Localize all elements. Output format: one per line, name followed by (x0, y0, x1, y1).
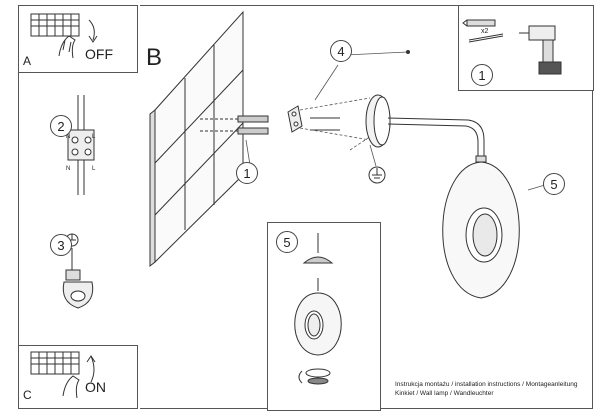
caption-line-2: Kinkiet / Wall lamp / Wandleuchter (395, 390, 494, 397)
tools-box: x2 1 (458, 5, 594, 91)
panel-a-letter: A (23, 54, 32, 68)
dowel-screw-icon (200, 115, 340, 135)
panel-c-letter: C (23, 388, 32, 402)
panel-a-switch-off: A OFF (18, 5, 138, 73)
caption: Instrukcja montażu / installation instru… (395, 380, 595, 398)
caption-line-1: Instrukcja montażu / installation instru… (395, 381, 578, 388)
ground-terminal (62, 233, 94, 309)
wall-tiles (149, 10, 244, 268)
lamp-base (365, 94, 487, 163)
step-dowel-number: 1 (236, 162, 258, 184)
left-frame-line (18, 71, 19, 345)
panel-c-on-label: ON (85, 379, 106, 395)
wire-n-right: N (66, 166, 71, 172)
tools-quantity: x2 (481, 28, 489, 35)
step-shade-number: 5 (543, 173, 565, 195)
panel-a-off-label: OFF (85, 46, 113, 62)
wire-l-right: L (92, 166, 96, 172)
step-ground-number: 3 (50, 234, 72, 256)
hand-switch-icon (30, 13, 98, 59)
step-bracket-number: 4 (330, 40, 352, 62)
panel-c-switch-on: C ON (18, 345, 138, 409)
step-detail-number: 5 (276, 231, 298, 253)
ground-icon (368, 166, 386, 184)
dowel-screw-icon (462, 19, 504, 43)
hand-switch-icon (30, 351, 96, 399)
wire-l-left: L (92, 134, 96, 140)
shade-detail-box: 5 (267, 222, 381, 411)
step-wiring-number: 2 (50, 115, 72, 137)
terminal-block-icon (67, 95, 95, 195)
mounting-bracket (287, 105, 303, 133)
lamp-shade (442, 161, 520, 299)
step-tools-number: 1 (471, 64, 493, 86)
panel-b-letter: B (146, 44, 163, 71)
drill-icon (519, 25, 562, 75)
wire-n-left: N (66, 134, 71, 140)
